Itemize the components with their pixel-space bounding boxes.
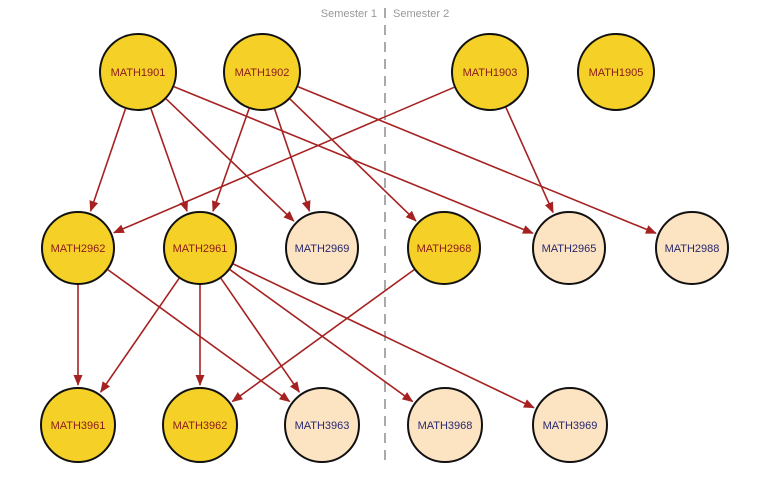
course-node-MATH2962[interactable]: MATH2962	[41, 211, 115, 285]
prerequisite-arrow-MATH1901-MATH2962	[89, 108, 127, 213]
course-node-MATH3968[interactable]: MATH3968	[407, 387, 483, 463]
prerequisite-arrow-MATH2961-MATH3963	[220, 278, 300, 393]
prerequisite-arrow-MATH1901-MATH2969	[165, 98, 295, 222]
course-circle-MATH3968[interactable]	[407, 387, 483, 463]
course-node-MATH1903[interactable]: MATH1903	[451, 33, 529, 111]
course-node-MATH1902[interactable]: MATH1902	[223, 33, 301, 111]
course-circle-MATH3963[interactable]	[284, 387, 360, 463]
course-circle-MATH1902[interactable]	[223, 33, 301, 111]
course-node-MATH3961[interactable]: MATH3961	[40, 387, 116, 463]
prerequisite-arrow-MATH1902-MATH2969	[273, 108, 311, 213]
prerequisite-arrow-MATH2962-MATH3963	[107, 269, 291, 403]
prerequisite-arrow-MATH2961-MATH3969	[233, 263, 535, 409]
prerequisite-arrow-MATH2968-MATH3962	[231, 269, 415, 403]
prerequisite-arrow-MATH2961-MATH3968	[229, 269, 414, 403]
course-circle-MATH1905[interactable]	[577, 33, 655, 111]
course-node-MATH2968[interactable]: MATH2968	[407, 211, 481, 285]
course-node-MATH2969[interactable]: MATH2969	[285, 211, 359, 285]
prerequisite-arrow-MATH1901-MATH2961	[150, 108, 188, 213]
course-circle-MATH1903[interactable]	[451, 33, 529, 111]
course-circle-MATH1901[interactable]	[99, 33, 177, 111]
prerequisite-arrow-MATH1903-MATH2962	[112, 86, 455, 234]
course-node-MATH3963[interactable]: MATH3963	[284, 387, 360, 463]
prerequisite-arrow-MATH2961-MATH3961	[100, 278, 180, 393]
course-node-MATH2965[interactable]: MATH2965	[532, 211, 606, 285]
prerequisite-arrow-MATH1902-MATH2968	[289, 98, 417, 222]
course-circle-MATH3962[interactable]	[162, 387, 238, 463]
course-node-MATH3969[interactable]: MATH3969	[532, 387, 608, 463]
course-circle-MATH2969[interactable]	[285, 211, 359, 285]
course-circle-MATH2965[interactable]	[532, 211, 606, 285]
course-circle-MATH3961[interactable]	[40, 387, 116, 463]
course-circle-MATH3969[interactable]	[532, 387, 608, 463]
course-circle-MATH2961[interactable]	[163, 211, 237, 285]
prerequisite-arrow-MATH1902-MATH2988	[297, 86, 657, 234]
course-circle-MATH2988[interactable]	[655, 211, 729, 285]
prerequisite-arrows-layer	[73, 86, 657, 409]
prerequisite-arrow-MATH1902-MATH2961	[212, 108, 250, 213]
course-circle-MATH2968[interactable]	[407, 211, 481, 285]
course-node-MATH2961[interactable]: MATH2961	[163, 211, 237, 285]
prerequisite-arrow-MATH1903-MATH2965	[505, 107, 554, 214]
semester-2-label: Semester 2	[393, 8, 449, 20]
course-node-MATH1905[interactable]: MATH1905	[577, 33, 655, 111]
course-node-MATH1901[interactable]: MATH1901	[99, 33, 177, 111]
semester-1-label: Semester 1	[321, 8, 377, 20]
course-node-MATH2988[interactable]: MATH2988	[655, 211, 729, 285]
course-circle-MATH2962[interactable]	[41, 211, 115, 285]
course-node-MATH3962[interactable]: MATH3962	[162, 387, 238, 463]
